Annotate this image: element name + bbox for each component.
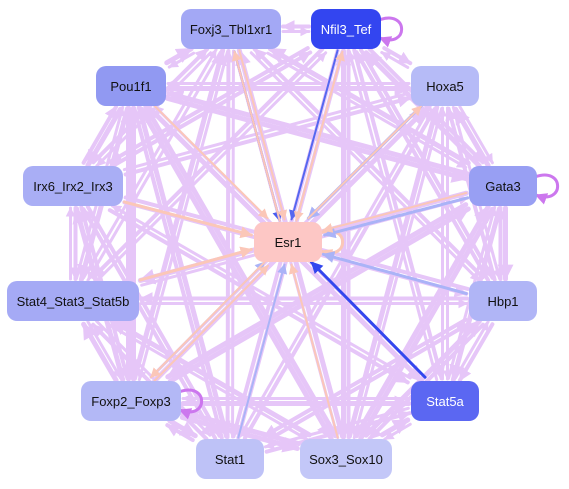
edge-stat4-nfil3 [95, 51, 328, 283]
edge-foxp2-stat4 [81, 321, 119, 383]
edge-stat1-irx6 [81, 207, 218, 441]
node-sox3-sox10[interactable]: Sox3_Sox10 [300, 439, 392, 479]
edge-irx6-stat5a [107, 208, 410, 385]
node-gata3[interactable]: Gata3 [469, 166, 537, 206]
node-pou1f1[interactable]: Pou1f1 [96, 66, 166, 106]
edge-irx6-hoxa5 [123, 94, 412, 177]
hub-edges [122, 49, 470, 439]
edge-esr1-nfil3 [295, 50, 345, 222]
edge-stat1-foxp2 [165, 423, 195, 443]
edge-stat1-foxj3 [222, 48, 235, 439]
edge-sox3-stat4 [109, 318, 312, 438]
node-stat5a[interactable]: Stat5a [411, 381, 479, 421]
edge-pou1f1-foxj3 [164, 46, 194, 66]
node-esr1[interactable]: Esr1 [254, 222, 322, 262]
node-hbp1[interactable]: Hbp1 [469, 281, 537, 321]
node-hoxa5[interactable]: Hoxa5 [411, 66, 479, 106]
edge-sox3-hoxa5 [346, 104, 441, 439]
self-loop-foxp2 [178, 388, 203, 420]
edge-nfil3-hoxa5 [382, 46, 413, 66]
edge-stat4-esr1 [138, 246, 253, 282]
node-irx6-irx2-irx3[interactable]: Irx6_Irx2_Irx3 [23, 166, 123, 206]
edge-stat1-pou1f1 [131, 106, 224, 440]
edge-stat1-hoxa5 [242, 107, 437, 441]
edge-irx6-esr1 [122, 200, 253, 239]
edge-gata3-esr1 [323, 196, 470, 239]
edge-pou1f1-esr1 [153, 105, 269, 220]
edge-sox3-esr1 [288, 263, 339, 439]
edge-esr1-hoxa5 [307, 105, 423, 220]
self-loop-gata3 [534, 173, 559, 205]
node-stat1[interactable]: Stat1 [196, 439, 264, 479]
edge-hbp1-stat5a [457, 322, 495, 383]
edge-hbp1-esr1 [321, 251, 468, 296]
edge-hoxa5-nfil3 [380, 50, 410, 69]
edge-sox3-stat5a [379, 417, 411, 438]
edge-foxp2-esr1 [153, 264, 270, 382]
edge-esr1-foxj3 [231, 50, 281, 222]
node-foxj3-tbl1xr1[interactable]: Foxj3_Tbl1xr1 [181, 9, 281, 49]
edge-gata3-hoxa5 [453, 106, 491, 168]
node-foxp2-foxp3[interactable]: Foxp2_Foxp3 [81, 381, 181, 421]
edge-nfil3-esr1 [289, 49, 339, 221]
edge-stat1-stat5a [264, 409, 412, 454]
edge-pou1f1-gata3 [164, 95, 469, 183]
edge-hoxa5-stat1 [239, 105, 432, 438]
edge-foxp2-stat1 [167, 418, 198, 439]
edge-stat5a-irx6 [110, 204, 412, 380]
edge-hoxa5-irx6 [122, 91, 410, 172]
edge-stat1-hbp1 [265, 321, 471, 443]
edge-stat5a-esr1 [310, 260, 427, 379]
edge-gata3-foxp2 [165, 202, 469, 380]
edge-sox3-gata3 [353, 204, 491, 439]
node-stat4-stat3-stat5b[interactable]: Stat4_Stat3_Stat5b [7, 281, 139, 321]
edge-irx6-pou1f1 [81, 104, 119, 165]
edge-stat5a-hbp1 [454, 320, 490, 380]
edge-esr1-foxp2 [149, 261, 266, 379]
edge-gata3-foxj3 [267, 46, 471, 166]
edge-foxj3-esr1 [238, 49, 288, 221]
edge-foxp2-gata3 [167, 206, 471, 384]
edge-stat1-esr1 [237, 263, 288, 439]
edge-sox3-hbp1 [363, 318, 482, 438]
self-loop-nfil3 [378, 16, 403, 48]
edge-pou1f1-sox3 [139, 106, 334, 441]
node-nfil3-tef[interactable]: Nfil3_Tef [311, 9, 381, 49]
edge-sox3-pou1f1 [143, 104, 338, 439]
edge-gata3-esr1 [322, 191, 468, 233]
